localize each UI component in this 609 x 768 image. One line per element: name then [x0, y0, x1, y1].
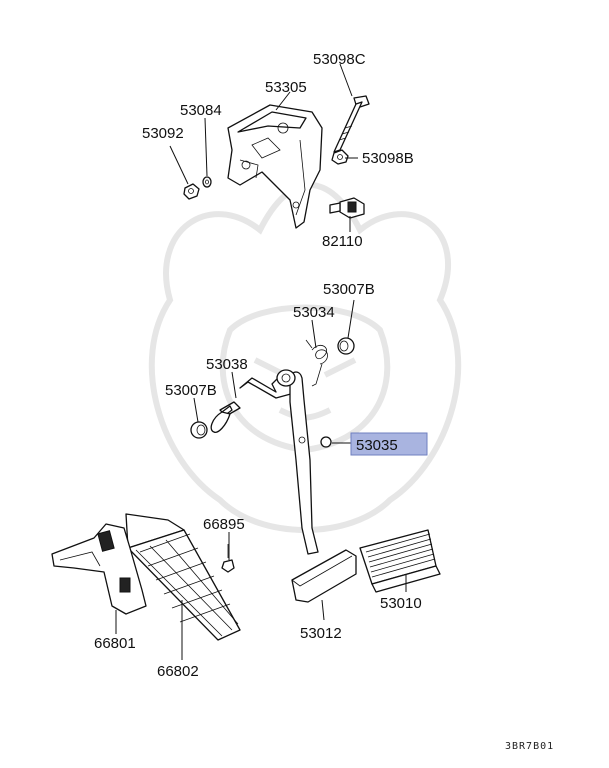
- label-53007b-top: 53007B: [323, 281, 375, 298]
- leader-lines: [115, 63, 407, 660]
- label-53012: 53012: [300, 625, 342, 642]
- nut-53098b: [331, 149, 349, 165]
- bolt-53098c: [333, 95, 370, 153]
- pin-53038: [210, 401, 241, 433]
- label-53010: 53010: [380, 595, 422, 612]
- label-66895: 66895: [203, 516, 245, 533]
- label-53092: 53092: [142, 125, 184, 142]
- pedal-arm-53012: [239, 369, 357, 603]
- diagram-code: 3BR7B01: [505, 741, 554, 752]
- label-53084: 53084: [180, 102, 222, 119]
- bushing-53007b-left: [190, 421, 208, 439]
- label-53007b-left: 53007B: [165, 382, 217, 399]
- switch-82110: [329, 197, 365, 219]
- label-53098b: 53098B: [362, 150, 414, 167]
- label-66801: 66801: [94, 635, 136, 652]
- pedal-pad-53010: [359, 529, 441, 593]
- screw-66895: [221, 544, 235, 573]
- accelerator-bracket-66801: [51, 523, 147, 615]
- accelerator-pedal-66802: [125, 513, 241, 641]
- nut-53092: [183, 183, 200, 200]
- label-66802: 66802: [157, 663, 199, 680]
- label-53035: 53035: [356, 437, 398, 454]
- spring-53034: [305, 339, 328, 387]
- label-53038: 53038: [206, 356, 248, 373]
- label-53305: 53305: [265, 79, 307, 96]
- washer-53084: [202, 176, 212, 188]
- clip-53035: [320, 436, 332, 448]
- bushing-53007b-top: [337, 337, 355, 355]
- label-82110: 82110: [322, 233, 363, 250]
- label-53098c: 53098C: [313, 51, 366, 68]
- bracket-53305: [227, 104, 323, 229]
- label-53034: 53034: [293, 304, 335, 321]
- highlight-box-53035: [350, 432, 428, 456]
